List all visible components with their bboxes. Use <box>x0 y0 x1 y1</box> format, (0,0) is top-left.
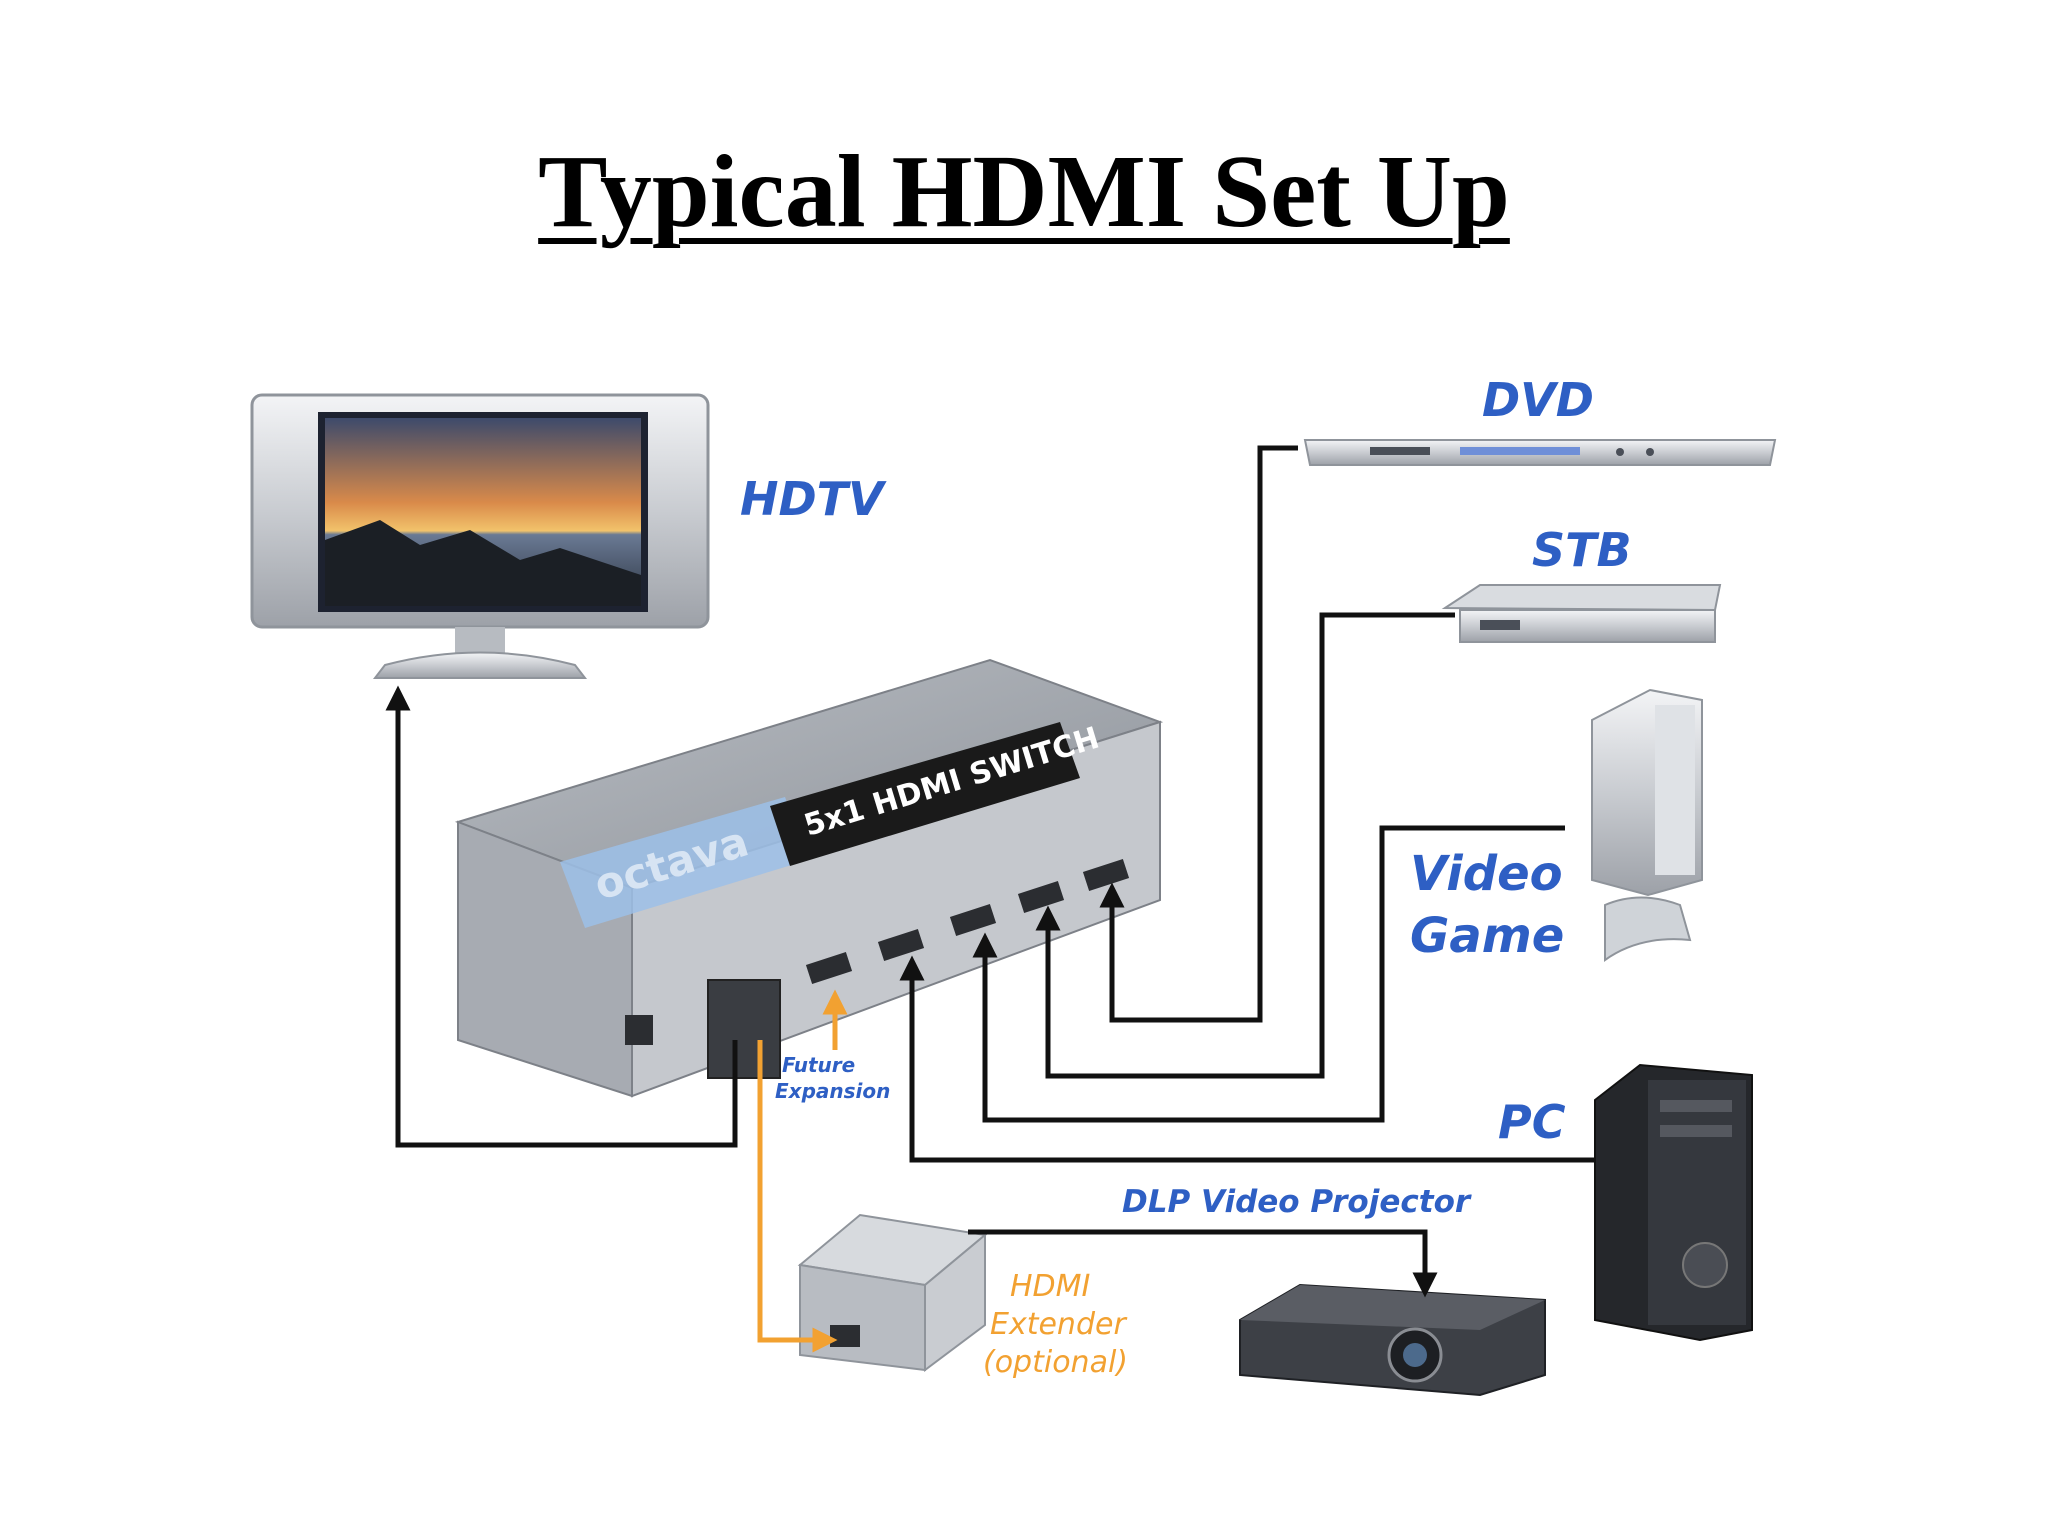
pc-label: PC <box>1498 1095 1566 1149</box>
page-title: Typical HDMI Set Up <box>538 134 1510 249</box>
hdtv-device <box>250 393 710 679</box>
stb-label: STB <box>1532 523 1632 577</box>
expansion-label-line2: Expansion <box>775 1079 890 1103</box>
hdtv-label: HDTV <box>740 472 887 526</box>
cable-extender <box>757 1040 838 1353</box>
dlp-projector <box>1239 1283 1546 1397</box>
video-game-label-line1: Video <box>1410 846 1563 902</box>
cables <box>385 445 1595 1298</box>
projector-label: DLP Video Projector <box>1122 1184 1472 1220</box>
cable-hdtv <box>385 685 738 1148</box>
cable-projector <box>968 1229 1438 1298</box>
cable-video-game <box>972 825 1565 1123</box>
expansion-label-line1: Future <box>782 1053 855 1077</box>
dvd-label: DVD <box>1482 373 1594 427</box>
extender-label-line2: Extender <box>990 1307 1127 1342</box>
video-game-label-line2: Game <box>1410 908 1564 964</box>
game-console <box>1591 688 1703 962</box>
cable-pc <box>899 955 1595 1163</box>
hdmi-switch <box>454 658 1164 1098</box>
dvd-player <box>1303 439 1777 466</box>
pc-tower <box>1594 1063 1753 1342</box>
set-top-box <box>1441 584 1722 643</box>
extender-label-line1: HDMI <box>1010 1269 1091 1304</box>
optional-cables <box>757 989 848 1353</box>
extender-label-line3: (optional) <box>983 1345 1128 1380</box>
hdmi-extender <box>797 1213 988 1372</box>
cable-stb <box>1035 612 1455 1079</box>
cable-dvd <box>1099 445 1298 1023</box>
